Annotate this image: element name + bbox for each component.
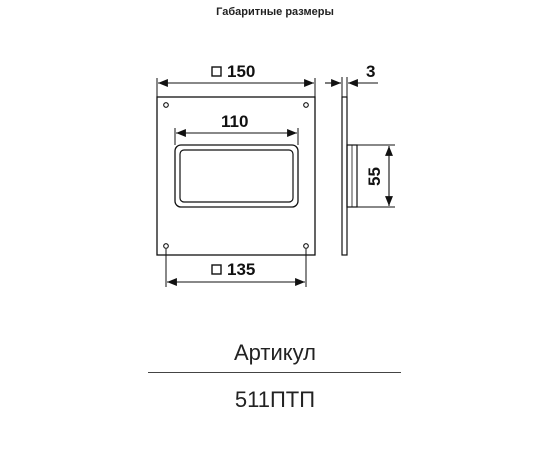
dim-hole-spacing: 135 [227, 260, 255, 279]
square-symbol-icon [211, 264, 222, 275]
dim-opening-height: 55 [365, 167, 384, 186]
side-plate [341, 96, 348, 256]
front-plate [156, 96, 316, 256]
mount-hole-top-left [163, 102, 169, 108]
page-title: Габаритные размеры [216, 6, 334, 18]
dim-outer-width: 150 [227, 62, 255, 81]
opening-inner [179, 149, 294, 203]
dim-thickness: 3 [366, 62, 375, 81]
divider [148, 372, 401, 373]
article-label: Артикул [233, 340, 317, 365]
dim-opening-width: 110 [221, 112, 248, 131]
mount-hole-bottom-right [303, 243, 309, 249]
opening-outer [174, 144, 299, 208]
mount-hole-bottom-left [163, 243, 169, 249]
square-symbol-icon [211, 66, 222, 77]
mount-hole-top-right [303, 102, 309, 108]
article-value: 511ПТП [234, 387, 316, 412]
